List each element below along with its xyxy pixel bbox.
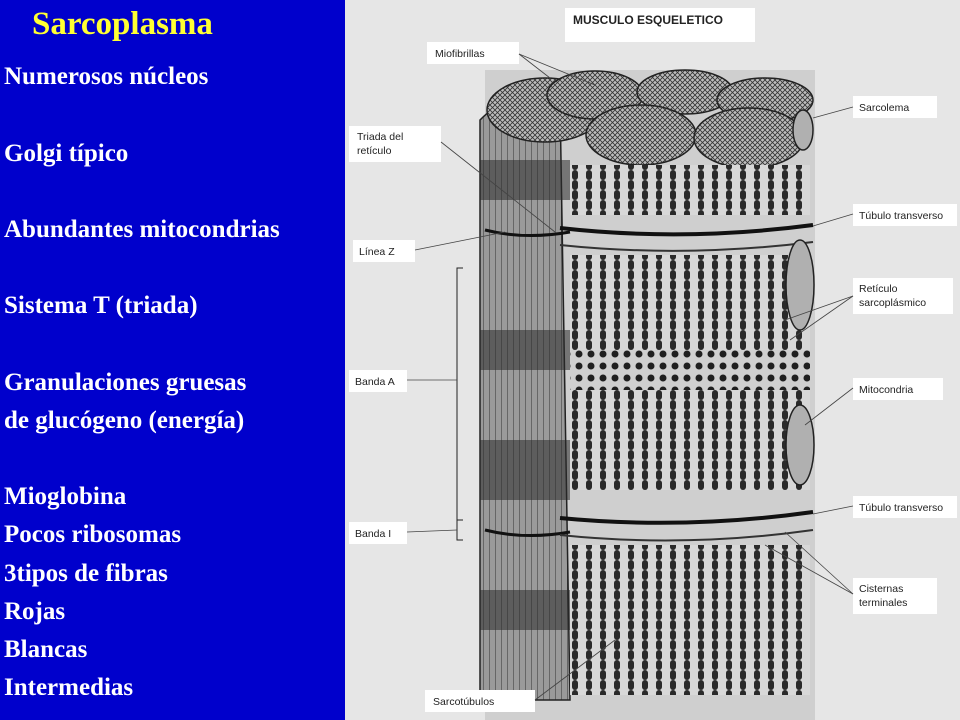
label-triada-line2: retículo bbox=[357, 145, 392, 157]
label-box bbox=[353, 240, 415, 262]
bullet-item: Pocos ribosomas bbox=[4, 521, 182, 548]
label-sarcolema: Sarcolema bbox=[859, 102, 909, 114]
label-banda-a: Banda A bbox=[355, 376, 395, 388]
mitochondrion bbox=[792, 109, 814, 151]
leader-line bbox=[414, 231, 506, 251]
band-bracket bbox=[456, 267, 463, 521]
bullet-item: Rojas bbox=[4, 598, 66, 625]
leader-line bbox=[812, 106, 854, 119]
myofibril-top bbox=[585, 104, 697, 166]
mitochondrion bbox=[785, 404, 815, 486]
label-box bbox=[349, 522, 407, 544]
label-box bbox=[853, 278, 953, 314]
label-box bbox=[349, 126, 441, 162]
leader-line bbox=[789, 295, 854, 341]
label-linea-z: Línea Z bbox=[359, 246, 395, 258]
transverse-tubule bbox=[559, 510, 814, 525]
leader-line bbox=[534, 639, 616, 701]
label-box bbox=[853, 496, 957, 518]
bullet-item: Sistema T (triada) bbox=[4, 292, 198, 319]
myofibril-top bbox=[693, 107, 805, 169]
bullet-item: Mioglobina bbox=[4, 483, 127, 510]
label-box bbox=[349, 370, 407, 392]
band-shade bbox=[480, 590, 570, 630]
leader-line bbox=[812, 213, 854, 227]
leader-line bbox=[440, 141, 556, 233]
bullet-item: 3tipos de fibras bbox=[4, 560, 168, 587]
transverse-tubule bbox=[559, 223, 814, 237]
slide-title: Sarcoplasma bbox=[32, 6, 213, 42]
text-panel: Sarcoplasma Numerosos núcleos Golgi típi… bbox=[0, 0, 345, 720]
band-shade bbox=[480, 160, 570, 200]
bullet-item: Abundantes mitocondrias bbox=[4, 216, 280, 243]
band-shade bbox=[480, 330, 570, 370]
leader-line bbox=[518, 53, 551, 79]
label-box bbox=[427, 42, 519, 64]
terminal-cistern bbox=[559, 529, 814, 542]
z-line bbox=[484, 228, 571, 238]
diagram-title-box bbox=[565, 8, 755, 42]
label-triada-line1: Triada del bbox=[357, 131, 403, 143]
sarcoplasmic-reticulum bbox=[570, 390, 810, 490]
sarcotubule-zone bbox=[570, 545, 810, 695]
terminal-cistern bbox=[559, 241, 814, 252]
label-reticulo-line1: Retículo bbox=[859, 283, 898, 295]
label-box bbox=[853, 578, 937, 614]
leader-line bbox=[518, 53, 596, 86]
leader-line bbox=[784, 531, 854, 595]
band-shade bbox=[480, 440, 570, 500]
leader-line bbox=[812, 505, 854, 515]
z-line bbox=[484, 528, 571, 538]
bullet-item: Golgi típico bbox=[4, 140, 129, 167]
leader-line bbox=[764, 544, 854, 595]
bullet-item: Granulaciones gruesas bbox=[4, 369, 247, 396]
label-reticulo-line2: sarcoplásmico bbox=[859, 297, 926, 309]
leader-line bbox=[406, 529, 458, 533]
label-miofibrillas: Miofibrillas bbox=[435, 48, 485, 60]
reticulum-network bbox=[570, 350, 810, 390]
label-tubulo-transverso-top: Túbulo transverso bbox=[859, 210, 943, 222]
bullet-item: Intermedias bbox=[4, 674, 134, 701]
label-mitocondria: Mitocondria bbox=[859, 384, 913, 396]
mitochondrion bbox=[785, 239, 815, 331]
sarcotubule-zone bbox=[570, 165, 810, 215]
bullet-item: de glucógeno (energía) bbox=[4, 407, 245, 434]
leader-line bbox=[804, 387, 854, 426]
sarcoplasmic-reticulum bbox=[570, 255, 810, 350]
muscle-diagram-panel: MUSCULO ESQUELETICO Miofibrillas Triada … bbox=[345, 0, 960, 720]
bullet-item: Numerosos núcleos bbox=[4, 63, 209, 90]
label-box bbox=[853, 378, 943, 400]
label-tubulo-transverso-bottom: Túbulo transverso bbox=[859, 502, 943, 514]
bullet-item: Blancas bbox=[4, 636, 88, 663]
band-bracket bbox=[456, 519, 463, 541]
diagram-title: MUSCULO ESQUELETICO bbox=[573, 13, 723, 27]
label-box bbox=[425, 690, 535, 712]
label-box bbox=[853, 204, 957, 226]
muscle-diagram: MUSCULO ESQUELETICO Miofibrillas Triada … bbox=[349, 8, 957, 720]
label-banda-i: Banda I bbox=[355, 528, 391, 540]
label-sarcotubulos: Sarcotúbulos bbox=[433, 696, 494, 708]
label-cisternas-line2: terminales bbox=[859, 597, 907, 609]
label-box bbox=[853, 96, 937, 118]
label-cisternas-line1: Cisternas bbox=[859, 583, 903, 595]
leader-line bbox=[784, 295, 854, 321]
